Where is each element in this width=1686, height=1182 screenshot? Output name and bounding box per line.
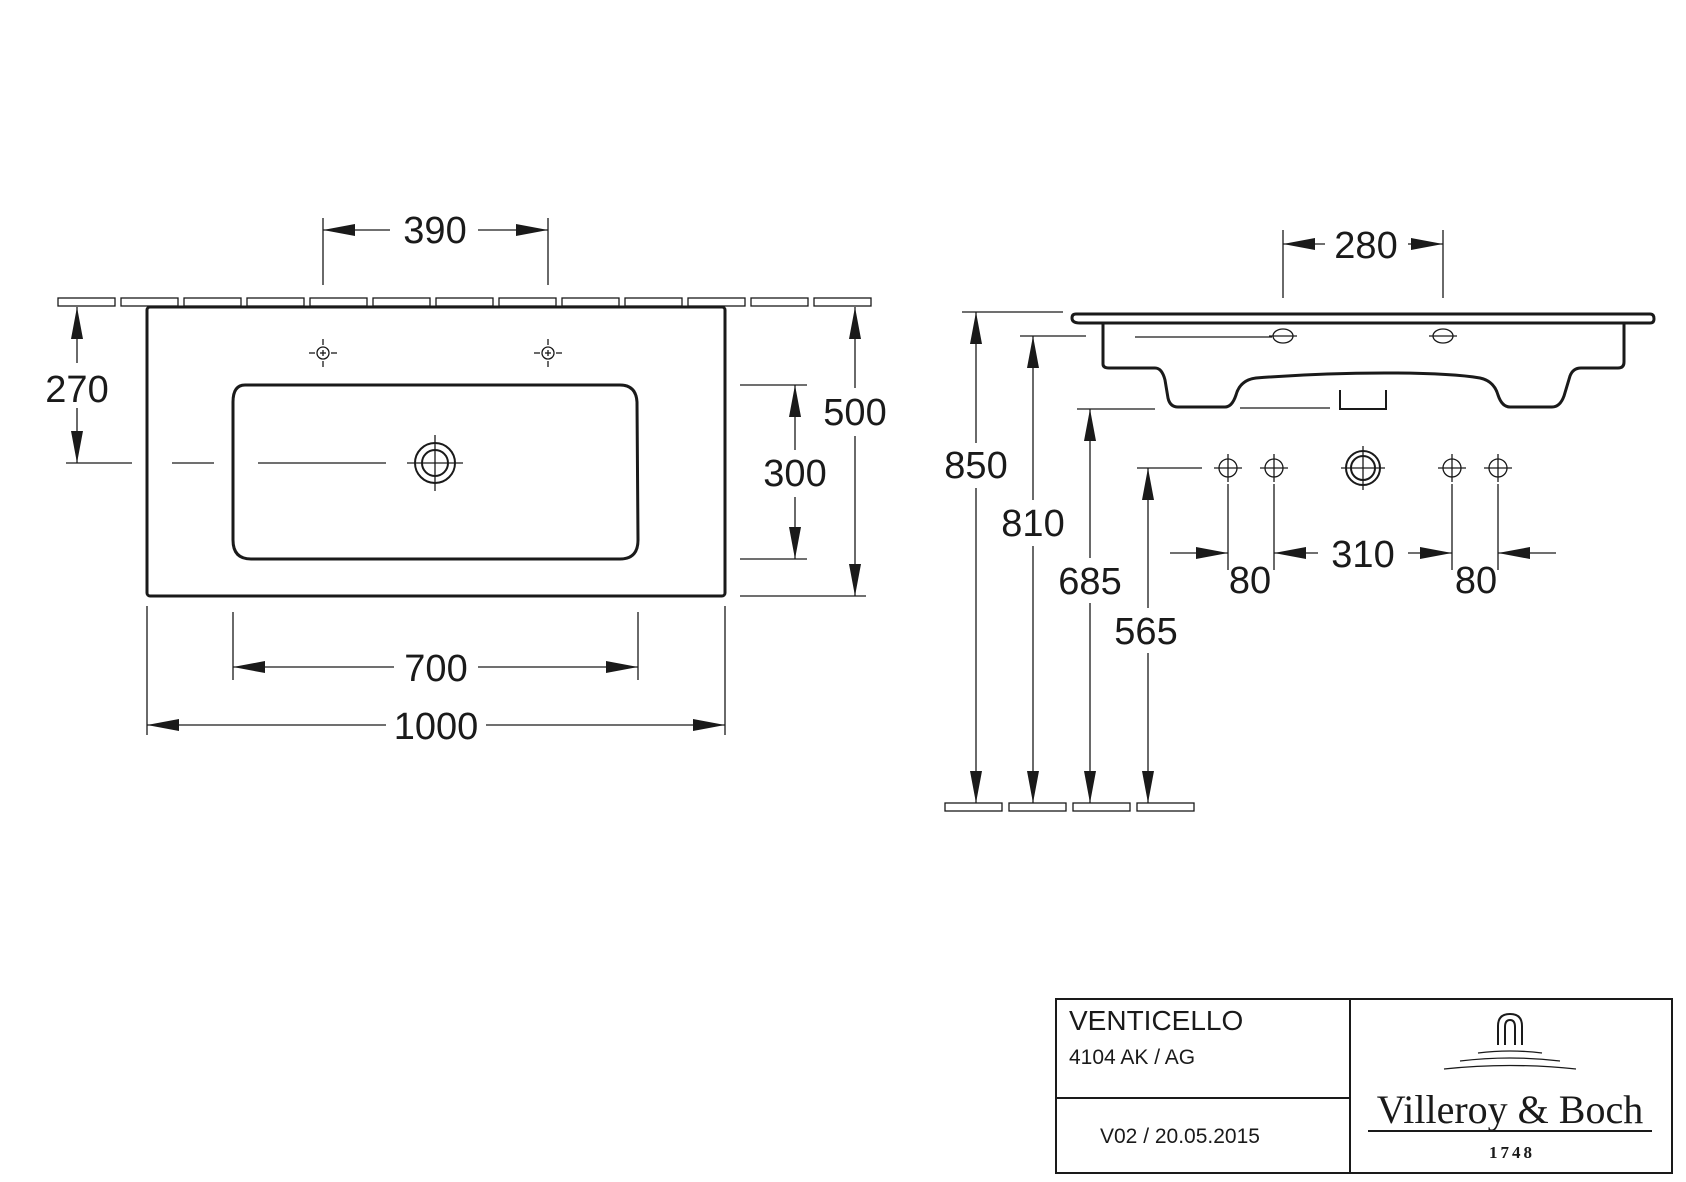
basin-profile: [1070, 312, 1656, 410]
product-name: VENTICELLO: [1069, 1005, 1243, 1036]
dim-label-310: 310: [1331, 534, 1394, 576]
dim-label-565: 565: [1114, 611, 1177, 653]
title-block: VENTICELLO 4104 AK / AG V02 / 20.05.2015…: [1055, 998, 1673, 1174]
overflow-hole-icon: [1429, 328, 1457, 344]
revision-date: V02 / 20.05.2015: [1100, 1125, 1260, 1148]
basin-outline: [145, 305, 727, 598]
supply-point-icon: [1259, 453, 1289, 483]
dim-label-685: 685: [1058, 561, 1121, 603]
waste-outlet-icon: [407, 435, 463, 491]
brand-name: Villeroy & Boch: [1377, 1087, 1643, 1132]
brand-year: 1748: [1489, 1143, 1535, 1162]
dim-label-280: 280: [1334, 225, 1397, 267]
dim-label-500: 500: [823, 392, 886, 434]
dim-overall-depth: 500: [740, 307, 887, 597]
dim-supply-spacing: 80 310 80: [1170, 484, 1556, 602]
tap-hole-icon: [308, 338, 338, 368]
dim-top-height: 850: [944, 311, 1063, 803]
waste-connection-icon: [1341, 446, 1385, 490]
tap-hole-icon: [533, 338, 563, 368]
dim-tap-depth: 270: [45, 307, 109, 463]
wall-hatch-top: [57, 297, 872, 307]
dim-label-700: 700: [404, 648, 467, 690]
brand-logo: Villeroy & Boch 1748: [1368, 1012, 1652, 1162]
dim-label-810: 810: [1001, 503, 1064, 545]
dim-label-80-right: 80: [1455, 560, 1497, 602]
top-view: 390 270 300 500: [45, 210, 886, 748]
supply-point-icon: [1213, 453, 1243, 483]
dim-tap-spacing: 390: [322, 210, 549, 285]
dim-bowl-depth: 300: [740, 384, 827, 560]
dim-bowl-width: 700: [232, 612, 639, 690]
product-code: 4104 AK / AG: [1069, 1046, 1195, 1069]
dim-label-850: 850: [944, 445, 1007, 487]
dim-waste-height: 685: [1058, 408, 1155, 803]
overflow-hole-icon: [1269, 328, 1297, 344]
side-view: 280 850 810 685: [944, 225, 1656, 812]
floor-hatch: [944, 802, 1195, 812]
faucet-icon: [1443, 1012, 1577, 1070]
dim-label-300: 300: [763, 453, 826, 495]
dim-label-270: 270: [45, 369, 108, 411]
dim-underside-height: 810: [1001, 335, 1086, 803]
dim-label-80-left: 80: [1229, 560, 1271, 602]
dim-supply-height: 565: [1114, 467, 1202, 803]
dim-label-390: 390: [403, 210, 466, 252]
dim-label-1000: 1000: [394, 706, 479, 748]
dim-overall-width: 1000: [146, 606, 726, 748]
supply-point-icon: [1437, 453, 1467, 483]
supply-point-icon: [1483, 453, 1513, 483]
dim-side-tap-spacing: 280: [1282, 225, 1444, 298]
bowl-outline: [231, 383, 640, 561]
